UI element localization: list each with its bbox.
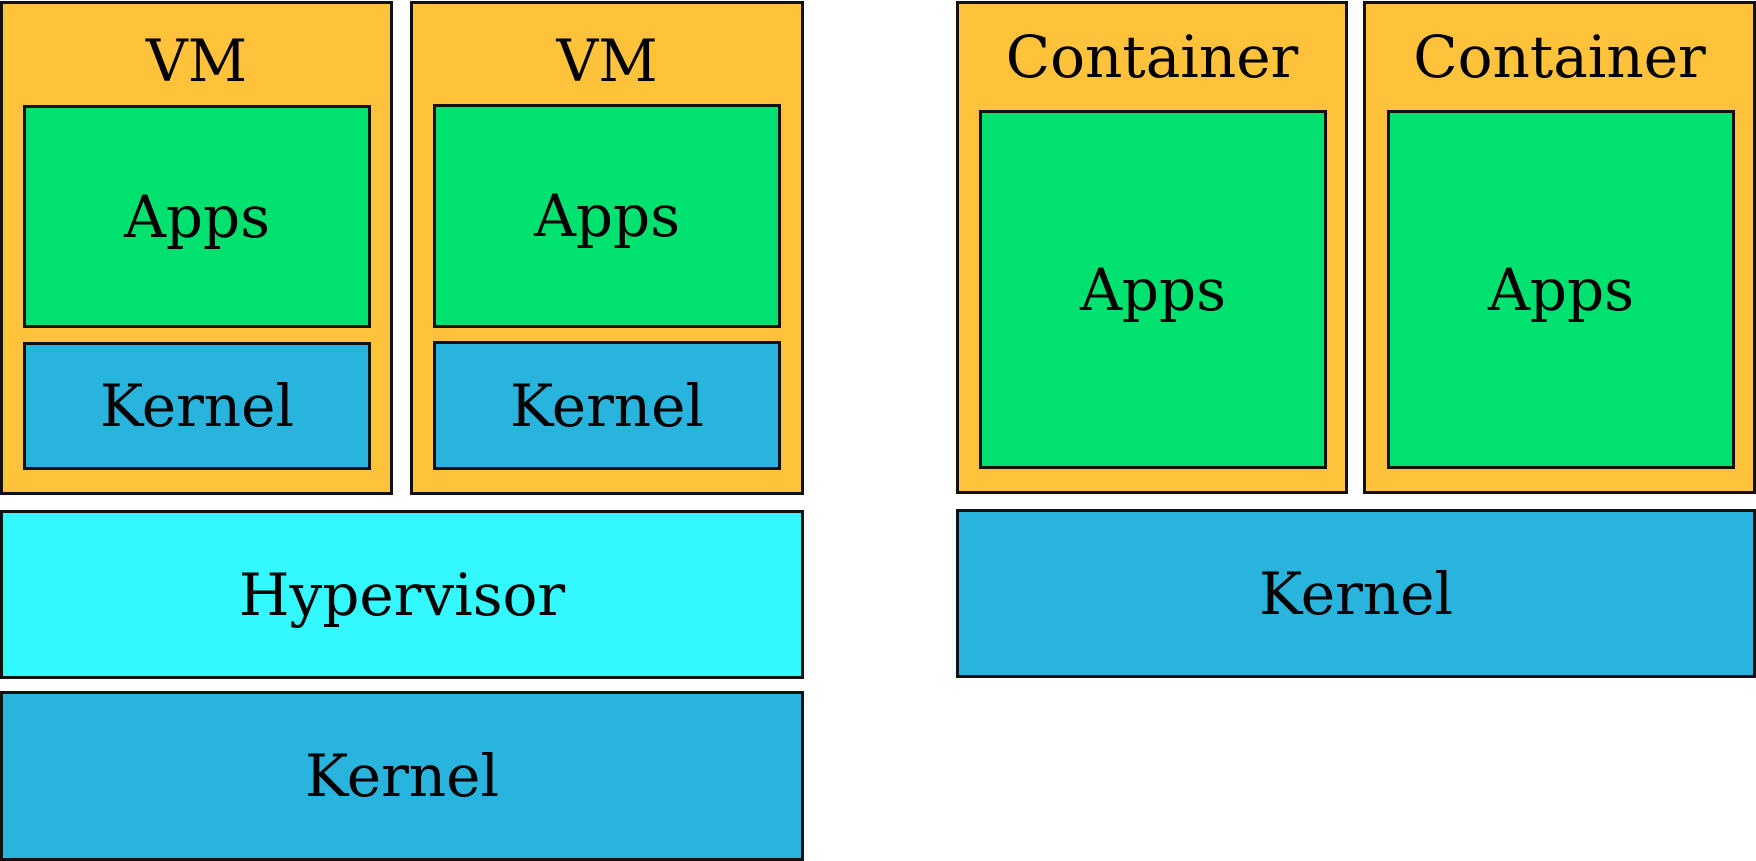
vm-kernel-box: Kernel bbox=[23, 342, 371, 470]
apps-label: Apps bbox=[534, 182, 680, 250]
shared-kernel-box: Kernel bbox=[956, 509, 1756, 678]
vm-title: VM bbox=[556, 27, 658, 95]
apps-label: Apps bbox=[1080, 255, 1226, 324]
shared-kernel-label: Kernel bbox=[1258, 559, 1454, 628]
kernel-label: Kernel bbox=[509, 371, 705, 440]
hypervisor-box: Hypervisor bbox=[0, 510, 804, 679]
container-title: Container bbox=[1413, 23, 1706, 91]
vm-box-1: VM Apps Kernel bbox=[0, 1, 393, 495]
vm-kernel-box: Kernel bbox=[433, 341, 781, 470]
host-kernel-label: Kernel bbox=[304, 742, 500, 810]
container-apps-box: Apps bbox=[1387, 110, 1735, 469]
host-kernel-box: Kernel bbox=[0, 691, 804, 861]
vm-title: VM bbox=[145, 27, 248, 95]
vm-apps-box: Apps bbox=[433, 104, 781, 328]
container-apps-box: Apps bbox=[979, 110, 1327, 469]
apps-label: Apps bbox=[124, 182, 270, 251]
apps-label: Apps bbox=[1488, 255, 1634, 324]
container-title: Container bbox=[1005, 23, 1299, 91]
vm-apps-box: Apps bbox=[23, 105, 371, 328]
container-box-2: Container Apps bbox=[1363, 1, 1756, 494]
vm-box-2: VM Apps Kernel bbox=[410, 1, 804, 495]
hypervisor-label: Hypervisor bbox=[238, 560, 566, 629]
container-box-1: Container Apps bbox=[956, 1, 1348, 494]
kernel-label: Kernel bbox=[99, 372, 295, 440]
